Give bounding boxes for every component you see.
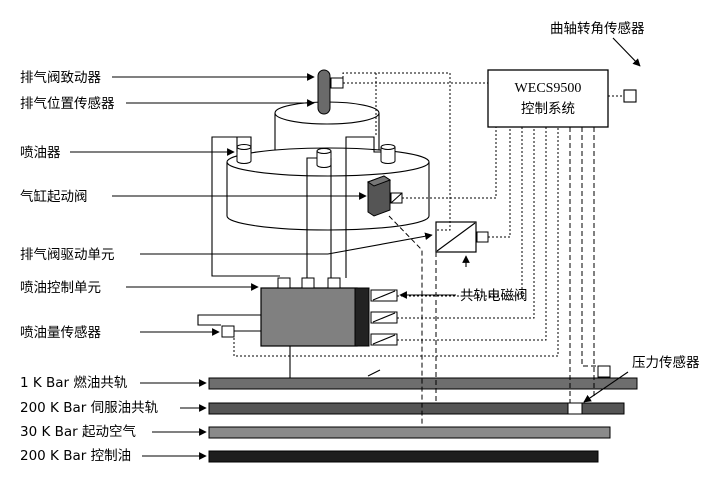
label-exhaust-actuator: 排气阀致动器 <box>20 70 101 86</box>
injector-feed-lines <box>211 136 381 278</box>
wecs-model-label: WECS9500 <box>515 81 582 96</box>
rail-servo-oil <box>208 402 625 415</box>
rail-label-fuel: 1 K Bar 燃油共轨 <box>20 374 128 391</box>
wecs-name-label: 控制系统 <box>521 101 575 117</box>
rail-start-air <box>208 426 611 439</box>
rail-fuel <box>208 377 638 390</box>
rail-label-control-oil: 200 K Bar 控制油 <box>20 448 131 464</box>
pressure-sensor-box <box>597 365 611 378</box>
label-exhaust-drive-unit: 排气阀驱动单元 <box>20 247 115 263</box>
label-injection-quantity-sensor: 喷油量传感器 <box>20 324 101 341</box>
exhaust-drive-unit <box>435 221 489 267</box>
rails <box>208 377 638 463</box>
signal-lines <box>233 72 598 427</box>
component-labels: 排气阀致动器 排气位置传感器 喷油器 气缸起动阀 排气阀驱动单元 喷油控制单元 … <box>20 70 700 403</box>
injectors <box>236 144 396 168</box>
crank-sensor-label: 曲轴转角传感器 <box>550 20 645 37</box>
exhaust-position-sensor-box <box>330 77 344 89</box>
injection-control-unit <box>197 277 398 378</box>
cylinder-start-valve <box>366 175 403 217</box>
rail-labels: 1 K Bar 燃油共轨 200 K Bar 伺服油共轨 30 K Bar 起动… <box>20 374 207 464</box>
crank-sensor-arrow <box>612 37 641 67</box>
label-injector: 喷油器 <box>20 145 61 161</box>
wecs-control-box: WECS9500 控制系统 <box>487 69 609 128</box>
label-common-rail-solenoid: 共轨电磁阀 <box>460 288 528 304</box>
label-pressure-sensor: 压力传感器 <box>632 354 700 371</box>
rail-label-servo-oil: 200 K Bar 伺服油共轨 <box>20 400 159 416</box>
label-cylinder-start-valve: 气缸起动阀 <box>20 188 88 205</box>
label-exhaust-position-sensor: 排气位置传感器 <box>20 95 115 112</box>
rail-control-oil <box>208 450 599 463</box>
label-injection-control-unit: 喷油控制单元 <box>20 280 101 296</box>
rail-label-start-air: 30 K Bar 起动空气 <box>20 424 136 440</box>
crank-sensor-box <box>623 89 637 103</box>
